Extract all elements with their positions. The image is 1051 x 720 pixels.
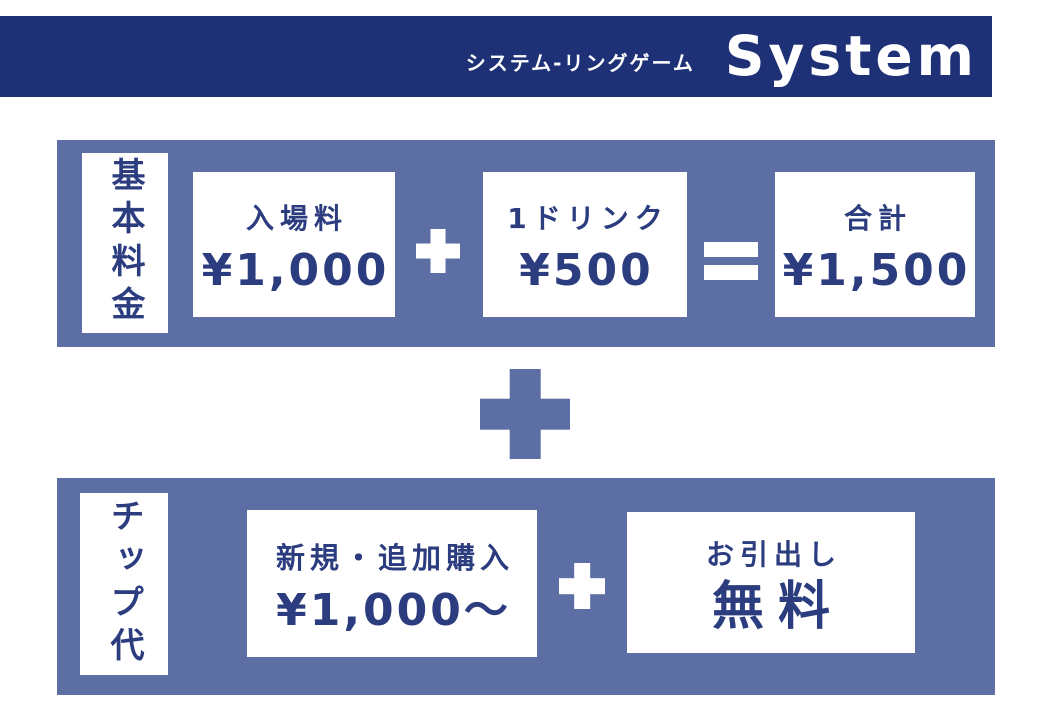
entry-fee-value: ¥1,000 (201, 244, 390, 296)
chip-purchase-value: ¥1,000〜 (276, 584, 511, 636)
chip-purchase-card: 新規・追加購入 ¥1,000〜 (247, 510, 537, 657)
total-fee-card: 合計 ¥1,500 (775, 172, 975, 317)
basic-fee-vertical-label: 基本料金 (82, 153, 168, 333)
entry-fee-name: 入場料 (245, 201, 348, 235)
chip-fee-section: チップ代 新規・追加購入 ¥1,000〜 お引出し 無料 (57, 478, 995, 695)
header-bar: システム-リングゲーム System (0, 16, 992, 97)
withdrawal-value: 無料 (711, 576, 844, 637)
total-fee-value: ¥1,500 (782, 244, 971, 296)
header-title: System (724, 24, 978, 88)
chip-purchase-name: 新規・追加購入 (275, 540, 514, 575)
equals-icon (704, 242, 758, 280)
entry-fee-card: 入場料 ¥1,000 (193, 172, 395, 317)
plus-connector-icon (480, 369, 570, 459)
chip-fee-vertical-label: チップ代 (80, 493, 168, 675)
withdrawal-card: お引出し 無料 (627, 512, 915, 653)
total-fee-name: 合計 (843, 201, 912, 235)
withdrawal-name: お引出し (705, 537, 842, 571)
plus-icon (416, 229, 460, 273)
drink-fee-name: 1ドリンク (507, 201, 669, 235)
plus-icon (559, 563, 605, 609)
drink-fee-value: ¥500 (519, 244, 654, 296)
drink-fee-card: 1ドリンク ¥500 (483, 172, 687, 317)
header-subtitle: システム-リングゲーム (465, 51, 695, 75)
basic-fee-section: 基本料金 入場料 ¥1,000 1ドリンク ¥500 合計 ¥1,500 (57, 140, 995, 347)
